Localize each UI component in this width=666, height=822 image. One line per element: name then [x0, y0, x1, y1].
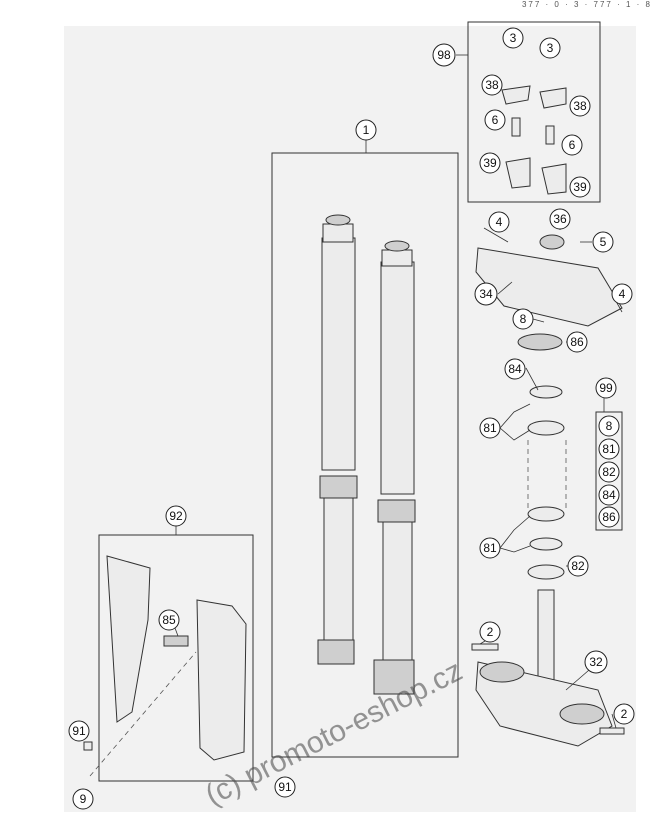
- guard-clip-85: [163, 635, 189, 647]
- callout-2-lower-label: 2: [621, 707, 628, 721]
- kit-99-item-84-label: 84: [602, 488, 616, 502]
- callout-36: 36: [549, 208, 571, 230]
- steering-bearings: [527, 385, 567, 580]
- callout-38-left-label: 38: [485, 78, 499, 92]
- callout-8: 8: [512, 308, 534, 330]
- callout-39-left: 39: [479, 152, 501, 174]
- kit-99-item-8-label: 8: [606, 419, 613, 433]
- callout-92: 92: [165, 505, 187, 527]
- callout-32-label: 32: [589, 655, 603, 669]
- callout-3-right: 3: [539, 37, 561, 59]
- callout-36-label: 36: [553, 212, 567, 226]
- callout-5-label: 5: [600, 235, 607, 249]
- lower-triple-clamp: [475, 589, 613, 747]
- callout-2-upper-label: 2: [487, 625, 494, 639]
- callout-98-label: 98: [437, 48, 451, 62]
- callout-81-lower-label: 81: [483, 541, 497, 555]
- callout-3-right-label: 3: [547, 41, 554, 55]
- kit-99-item-81: 81: [598, 438, 620, 460]
- callout-4-top-label: 4: [496, 215, 503, 229]
- callout-99-label: 99: [599, 381, 613, 395]
- callout-86-label: 86: [570, 335, 584, 349]
- callout-91-bottom-label: 91: [278, 780, 292, 794]
- callout-3-left-label: 3: [510, 31, 517, 45]
- fork-guard-left: [106, 555, 151, 723]
- callout-91-bottom: 91: [274, 776, 296, 798]
- callout-81-upper-label: 81: [483, 421, 497, 435]
- kit-99-item-8: 8: [598, 415, 620, 437]
- callout-86: 86: [566, 331, 588, 353]
- handlebar-clamps: [501, 85, 567, 195]
- callout-6-left: 6: [484, 109, 506, 131]
- kit-99-frame: [595, 411, 623, 531]
- callout-38-right: 38: [569, 95, 591, 117]
- callout-2-upper: 2: [479, 621, 501, 643]
- callout-6-right-label: 6: [569, 138, 576, 152]
- callout-4-right-label: 4: [619, 287, 626, 301]
- callout-84-label: 84: [508, 362, 522, 376]
- bolt-91: [83, 741, 93, 751]
- callout-81-lower: 81: [479, 537, 501, 559]
- callout-84: 84: [504, 358, 526, 380]
- callout-8-label: 8: [520, 312, 527, 326]
- fork-guard-right: [196, 599, 247, 761]
- callout-4-right: 4: [611, 283, 633, 305]
- callout-82: 82: [567, 555, 589, 577]
- callout-92-label: 92: [169, 509, 183, 523]
- callout-39-left-label: 39: [483, 156, 497, 170]
- callout-38-left: 38: [481, 74, 503, 96]
- kit-99-item-82: 82: [598, 461, 620, 483]
- callout-81-upper: 81: [479, 417, 501, 439]
- callout-4-top: 4: [488, 211, 510, 233]
- callout-39-right-label: 39: [573, 180, 587, 194]
- fork-leg-right: [373, 240, 416, 695]
- callout-5: 5: [592, 231, 614, 253]
- fork-leg-left: [317, 214, 358, 665]
- callout-39-right: 39: [569, 176, 591, 198]
- callout-9-label: 9: [80, 792, 87, 806]
- drawing-code: 377 · 0 · 3 · 777 · 1 · 8: [521, 0, 652, 9]
- callout-3-left: 3: [502, 27, 524, 49]
- kit-99-item-86: 86: [598, 506, 620, 528]
- callout-85: 85: [158, 609, 180, 631]
- upper-triple-clamp: [475, 234, 623, 351]
- callout-1-label: 1: [363, 123, 370, 137]
- kit-99-item-84: 84: [598, 484, 620, 506]
- group-1-frame: [271, 152, 459, 758]
- callout-38-right-label: 38: [573, 99, 587, 113]
- kit-99-item-86-label: 86: [602, 510, 616, 524]
- callout-91-left: 91: [68, 720, 90, 742]
- callout-82-label: 82: [571, 559, 585, 573]
- kit-99-item-81-label: 81: [602, 442, 616, 456]
- callout-85-label: 85: [162, 613, 176, 627]
- bolt-2-upper: [471, 643, 499, 651]
- callout-99: 99: [595, 377, 617, 399]
- callout-9: 9: [72, 788, 94, 810]
- callout-34-label: 34: [479, 287, 493, 301]
- callout-2-lower: 2: [613, 703, 635, 725]
- callout-1: 1: [355, 119, 377, 141]
- callout-6-left-label: 6: [492, 113, 499, 127]
- callout-91-left-label: 91: [72, 724, 86, 738]
- callout-34: 34: [474, 282, 498, 306]
- callout-6-right: 6: [561, 134, 583, 156]
- kit-99-item-82-label: 82: [602, 465, 616, 479]
- callout-98: 98: [432, 43, 456, 67]
- group-98-frame: [467, 21, 601, 203]
- bolt-2-lower: [599, 727, 625, 735]
- callout-32: 32: [584, 650, 608, 674]
